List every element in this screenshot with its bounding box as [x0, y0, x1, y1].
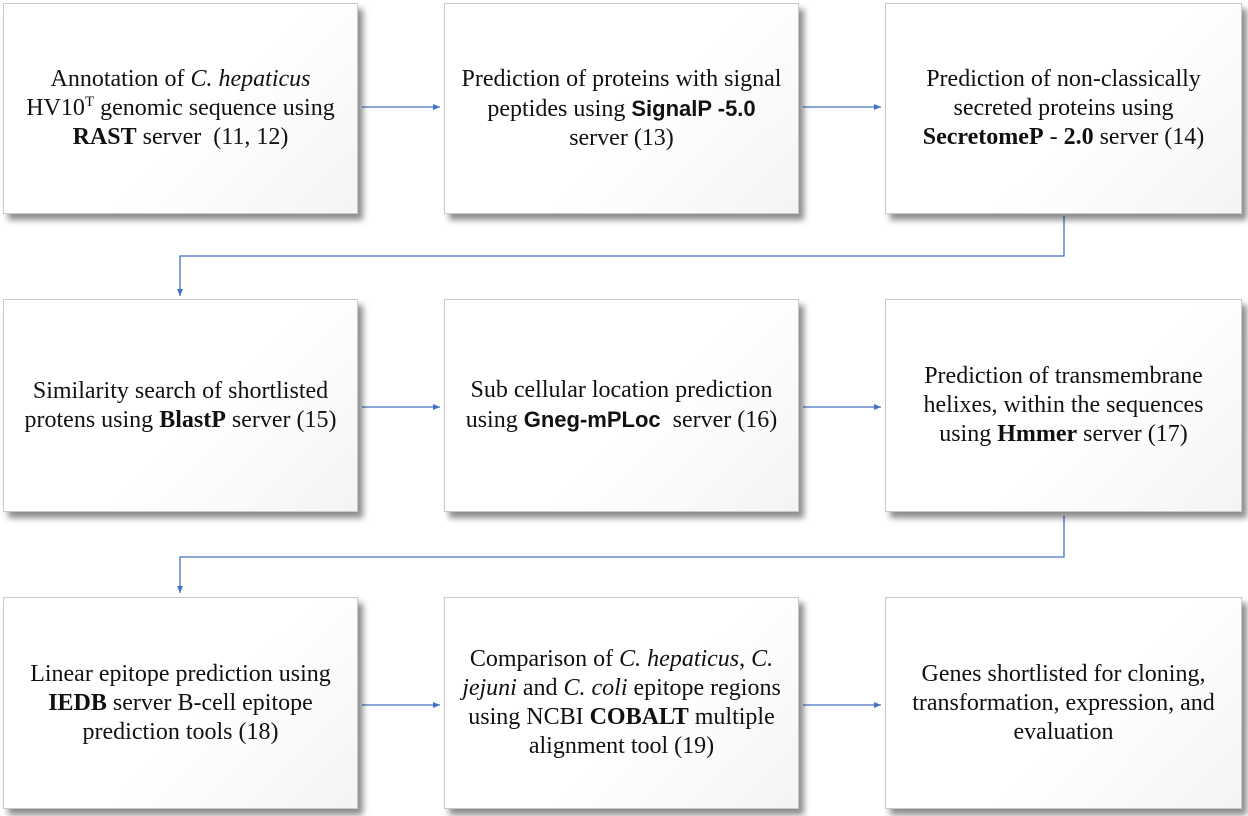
text-segment: server B-cell epitope prediction tools (…	[82, 689, 319, 745]
text-segment: genomic sequence using	[94, 95, 341, 121]
arrow-6-to-7	[177, 516, 1065, 593]
text-segment: C. hepaticus	[190, 66, 311, 92]
step-box-secretomep: Prediction of non-classically secreted p…	[885, 3, 1242, 214]
text-segment: Sub cellular location prediction using	[465, 377, 779, 433]
step-text: Genes shortlisted for cloning, transform…	[898, 660, 1229, 747]
text-segment: RAST	[72, 124, 137, 150]
text-segment: SignalP -5.0	[631, 95, 756, 121]
step-box-gneg-mploc: Sub cellular location prediction using G…	[444, 299, 799, 512]
arrow-3-to-4	[177, 216, 1065, 296]
text-segment: server (11, 12)	[136, 124, 289, 150]
step-text: Annotation of C. hepaticus HV10T genomic…	[16, 65, 345, 152]
text-segment: BlastP	[159, 406, 226, 433]
text-segment: -	[1043, 124, 1064, 150]
text-segment: Prediction of non-classically secreted p…	[926, 66, 1207, 121]
text-segment: and	[516, 675, 564, 701]
step-text: Comparison of C. hepaticus, C. jejuni an…	[457, 645, 786, 761]
step-text: Sub cellular location prediction using G…	[457, 376, 786, 435]
text-segment: Prediction of transmembrane helixes, wit…	[923, 363, 1215, 447]
text-segment: C. hepaticus	[619, 646, 740, 672]
text-segment: C. jejuni	[462, 646, 780, 701]
text-segment: Similarity search of shortlisted protens…	[24, 377, 335, 433]
text-segment: Genes shortlisted for cloning, transform…	[912, 660, 1221, 745]
step-text: Prediction of transmembrane helixes, wit…	[898, 362, 1229, 449]
text-segment: HV10	[26, 66, 317, 121]
step-text: Prediction of proteins with signal pepti…	[457, 65, 786, 153]
text-segment: C. coli	[563, 675, 628, 701]
text-segment: server (15)	[225, 406, 337, 433]
text-segment: Annotation of	[50, 66, 191, 92]
text-segment: T	[84, 94, 95, 110]
text-segment: COBALT	[589, 704, 689, 730]
step-text: Similarity search of shortlisted protens…	[16, 377, 345, 435]
step-box-cobalt: Comparison of C. hepaticus, C. jejuni an…	[444, 597, 799, 809]
text-segment: Linear epitope prediction using	[30, 660, 337, 687]
step-box-annotation: Annotation of C. hepaticus HV10T genomic…	[3, 3, 358, 214]
text-segment: Hmmer	[997, 421, 1078, 447]
text-segment: server (17)	[1077, 421, 1188, 447]
text-segment: server (16)	[660, 407, 778, 433]
text-segment: IEDB	[48, 689, 107, 716]
text-segment: ,	[739, 646, 752, 672]
step-text: Prediction of non-classically secreted p…	[898, 65, 1229, 152]
text-segment: Gneg-mPLoc	[523, 407, 661, 432]
step-box-blastp: Similarity search of shortlisted protens…	[3, 299, 358, 512]
step-box-hmmer: Prediction of transmembrane helixes, wit…	[885, 299, 1242, 512]
text-segment: Prediction of proteins with signal pepti…	[461, 65, 788, 122]
step-text: Linear epitope prediction using IEDB ser…	[16, 660, 345, 747]
step-box-iedb: Linear epitope prediction using IEDB ser…	[3, 597, 358, 809]
step-box-signalp: Prediction of proteins with signal pepti…	[444, 3, 799, 214]
text-segment: server (14)	[1093, 124, 1205, 150]
text-segment: Comparison of	[469, 646, 620, 672]
text-segment: epitope regions using NCBI	[468, 675, 787, 730]
step-box-genes-shortlisted: Genes shortlisted for cloning, transform…	[885, 597, 1242, 809]
text-segment: 2.0	[1063, 124, 1094, 150]
text-segment: multiple alignment tool (19)	[528, 704, 781, 759]
text-segment: server (13)	[569, 95, 762, 151]
text-segment: SecretomeP	[922, 124, 1044, 150]
